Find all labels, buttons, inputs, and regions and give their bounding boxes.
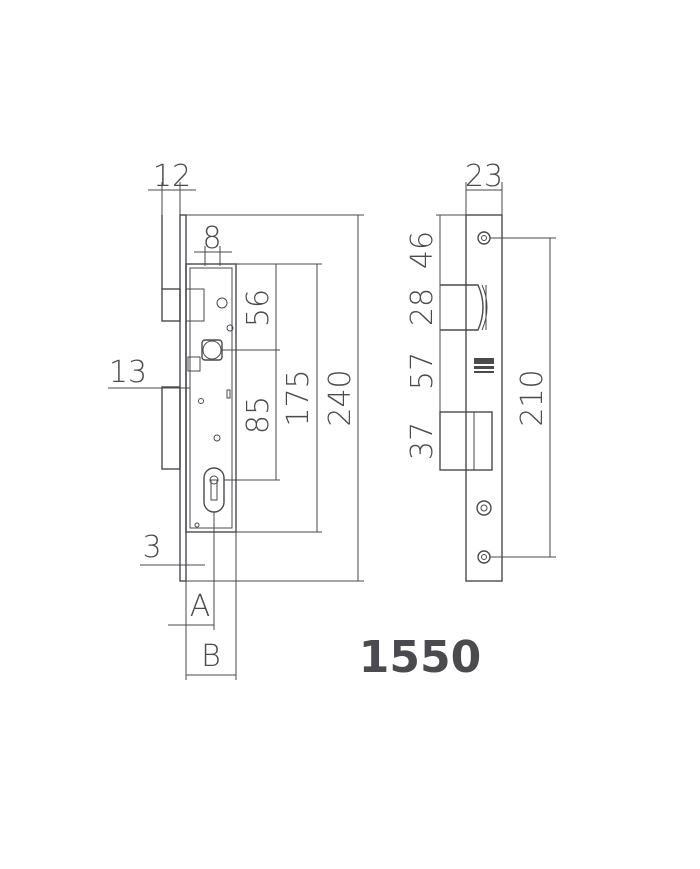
side-faceplate	[465, 214, 503, 582]
dim-label-12: 12	[153, 159, 191, 194]
dead-bolt	[161, 386, 181, 470]
screw-hole	[226, 324, 234, 332]
lever-block	[187, 356, 201, 372]
slot-mark	[226, 389, 231, 399]
latch-bolt-inside	[185, 288, 205, 322]
follower-circle	[202, 340, 222, 360]
spindle-hole	[216, 297, 228, 309]
lock-case-inner	[189, 267, 233, 529]
cylinder-cam	[210, 479, 218, 501]
latch-bolt	[161, 288, 181, 322]
dim-label-3: 3	[142, 530, 161, 565]
dim-label-57: 57	[405, 352, 440, 390]
dim-label-B: B	[201, 639, 221, 674]
cylinder-pin	[209, 475, 219, 485]
mount-hole	[213, 434, 221, 442]
dim-label-8: 8	[202, 221, 221, 256]
brand-logo-mark	[474, 358, 494, 373]
bottom-screw-hole	[477, 550, 491, 564]
dim-label-56: 56	[241, 289, 276, 327]
dim-label-28: 28	[405, 288, 440, 326]
dim-label-175: 175	[281, 369, 316, 426]
lock-case	[185, 263, 237, 533]
front-view: 12 8 13 3 56 85 175 240 A B	[108, 159, 364, 680]
model-number: 1550	[359, 632, 481, 683]
pin-hole	[198, 398, 204, 404]
top-screw-hole	[477, 231, 491, 245]
dim-label-46: 46	[405, 231, 440, 269]
latch-opening	[440, 284, 484, 331]
dim-label-23: 23	[465, 159, 503, 194]
side-view: 23 46 28 57 37 210	[405, 159, 556, 582]
cylinder-hole	[203, 467, 225, 513]
bottom-pin	[194, 522, 200, 528]
cylinder-screw-hole	[476, 500, 492, 516]
faceplate	[179, 214, 187, 582]
dim-label-A: A	[190, 589, 211, 624]
dim-label-13: 13	[109, 355, 147, 390]
follower-square	[201, 339, 223, 361]
dim-label-85: 85	[241, 396, 276, 434]
dim-label-240: 240	[323, 369, 358, 426]
dim-label-210: 210	[515, 369, 550, 426]
dim-label-37: 37	[405, 422, 440, 460]
